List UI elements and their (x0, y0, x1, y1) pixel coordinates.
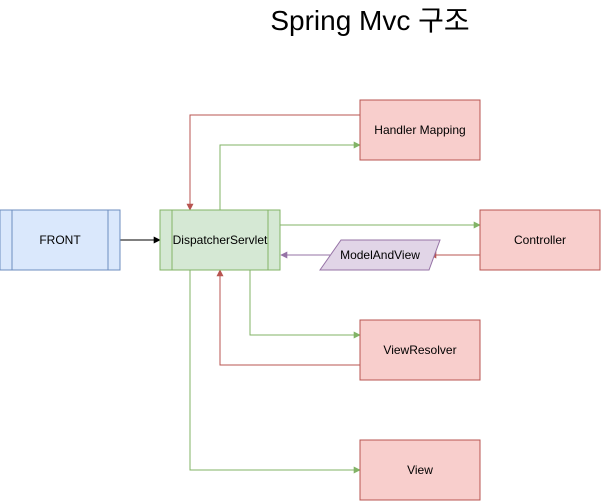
edge-dispatcher-to-view (189, 270, 361, 474)
node-view-resolver[interactable]: ViewResolver (359, 319, 481, 381)
node-view-resolver-label: ViewResolver (383, 343, 456, 357)
edge-handler-mapping-to-dispatcher (186, 114, 360, 211)
node-dispatcher-servlet-label: DispatcherServlet (173, 233, 268, 247)
node-dispatcher-servlet[interactable]: DispatcherServlet (159, 209, 281, 271)
diagram-title: Spring Mvc 구조 (270, 5, 469, 36)
edge-view-resolver-to-dispatcher (216, 269, 360, 366)
node-controller[interactable]: Controller (479, 209, 601, 271)
node-handler-mapping[interactable]: Handler Mapping (359, 99, 481, 161)
node-model-and-view[interactable]: ModelAndView (319, 239, 441, 271)
node-handler-mapping-label: Handler Mapping (374, 123, 465, 137)
edge-dispatcher-to-handler-mapping (219, 141, 361, 210)
node-front-label: FRONT (39, 233, 81, 247)
node-model-and-view-label: ModelAndView (340, 248, 420, 262)
edge-dispatcher-to-view-resolver (249, 270, 361, 339)
node-view[interactable]: View (359, 439, 481, 501)
node-view-label: View (407, 463, 433, 477)
node-controller-label: Controller (514, 233, 566, 247)
node-front[interactable]: FRONT (0, 209, 121, 271)
